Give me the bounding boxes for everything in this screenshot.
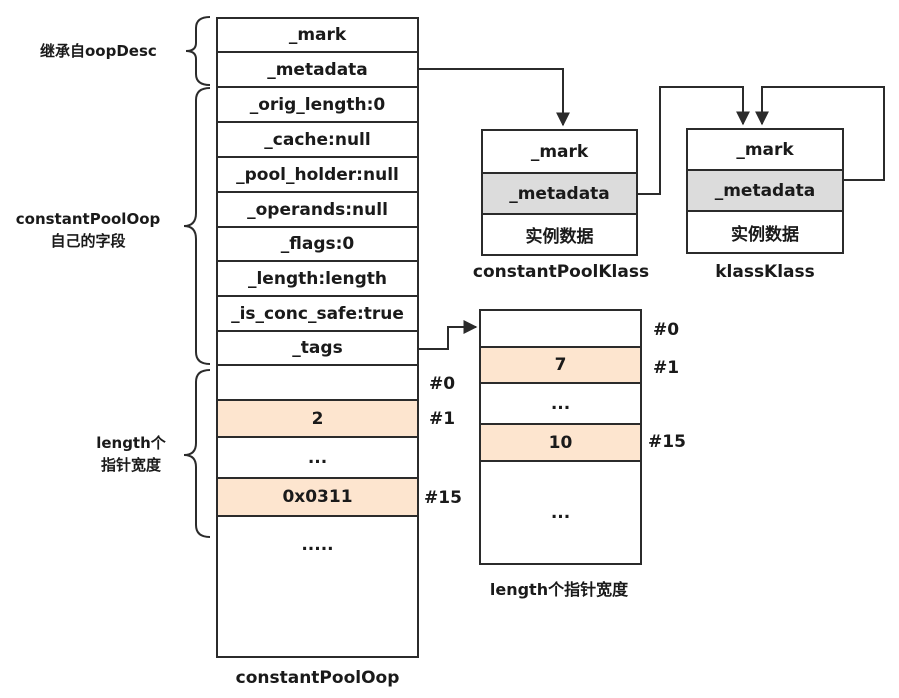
tags-slot-1: 7 — [479, 348, 642, 384]
brace-own-fields — [183, 87, 211, 365]
klassklass-mark: _mark — [686, 128, 844, 171]
oop-title: constantPoolOop — [235, 668, 400, 688]
arrow-poolklass-metadata-to-klassklass — [638, 86, 750, 195]
oop-slot-rest: ..... — [216, 517, 419, 658]
poolklass-title: constantPoolKlass — [472, 262, 650, 282]
oop-field-mark: _mark — [216, 17, 419, 53]
oop-index-0: #0 — [429, 374, 456, 394]
oop-field-metadata: _metadata — [216, 53, 419, 88]
klassklass-title: klassKlass — [715, 262, 815, 282]
oop-slot-15: 0x0311 — [216, 479, 419, 517]
oop-index-1: #1 — [429, 409, 456, 429]
oop-slot-0 — [216, 366, 419, 401]
oop-field-tags: _tags — [216, 332, 419, 366]
poolklass-mark: _mark — [481, 129, 638, 174]
klassklass-metadata: _metadata — [686, 171, 844, 212]
tags-caption: length个指针宽度 — [489, 580, 629, 599]
tags-slot-15: 10 — [479, 425, 642, 462]
arrow-klassklass-metadata-self — [755, 86, 885, 181]
oop-field-is-conc-safe: _is_conc_safe:true — [216, 297, 419, 332]
brace-label-own-fields: constantPoolOop 自己的字段 — [15, 210, 161, 250]
arrow-oop-metadata-to-poolklass — [419, 68, 570, 127]
oop-slot-ellipsis: ... — [216, 438, 419, 479]
oop-index-15: #15 — [424, 488, 462, 508]
brace-label-inherit: 继承自oopDesc — [40, 42, 157, 60]
oop-field-operands: _operands:null — [216, 193, 419, 228]
poolklass-instance-data: 实例数据 — [481, 215, 638, 256]
tags-slot-0 — [479, 309, 642, 348]
poolklass-metadata: _metadata — [481, 174, 638, 215]
oop-field-orig-length: _orig_length:0 — [216, 88, 419, 123]
brace-label-length: length个 指针宽度 — [96, 434, 166, 474]
oop-field-flags: _flags:0 — [216, 228, 419, 262]
oop-field-length: _length:length — [216, 262, 419, 297]
oop-field-pool-holder: _pool_holder:null — [216, 158, 419, 193]
oop-field-cache: _cache:null — [216, 123, 419, 158]
arrow-tags-to-array — [419, 320, 478, 350]
brace-inherit — [185, 16, 211, 86]
tags-index-0: #0 — [653, 320, 680, 340]
tags-slot-ellipsis: ... — [479, 384, 642, 425]
tags-index-15: #15 — [648, 432, 686, 452]
tags-index-1: #1 — [653, 358, 680, 378]
brace-length-slots — [183, 369, 211, 538]
oop-slot-1: 2 — [216, 401, 419, 438]
klassklass-instance-data: 实例数据 — [686, 212, 844, 254]
tags-slot-rest: ... — [479, 462, 642, 565]
